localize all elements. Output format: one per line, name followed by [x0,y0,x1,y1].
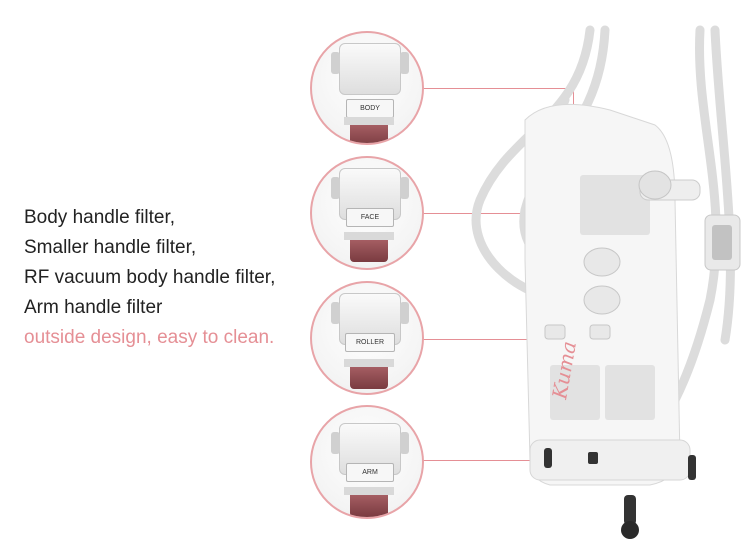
machine-icon: Kuma [471,25,741,539]
leader-line-face [423,213,570,214]
handle-circle-face: FACE [310,156,424,270]
handle-label-arm: ARM [346,463,394,482]
feature-highlight: outside design, easy to clean. [24,327,275,348]
handle-circle-body: BODY [310,31,424,145]
handle-circle-arm: ARM [310,405,424,519]
handle-label-face: FACE [346,208,394,227]
handle-head-icon [331,43,409,95]
feature-description: Body handle filter, Smaller handle filte… [24,203,275,353]
leader-line-roller [423,339,556,340]
leader-line-body [423,88,574,89]
filter-icon [344,487,394,517]
feature-line-smaller: Smaller handle filter, [24,237,197,258]
handle-label-roller: ROLLER [345,333,395,352]
feature-line-arm: Arm handle filter [24,297,163,318]
leader-line-arm [423,460,595,461]
wheel-icon [544,448,696,525]
feature-line-rf: RF vacuum body handle filter, [24,267,276,288]
handle-circle-roller: ROLLER [310,281,424,395]
feature-line-body: Body handle filter, [24,207,176,228]
filter-icon [344,232,394,262]
filter-icon [344,359,394,389]
filter-icon [344,117,394,143]
handle-label-body: BODY [346,99,394,118]
